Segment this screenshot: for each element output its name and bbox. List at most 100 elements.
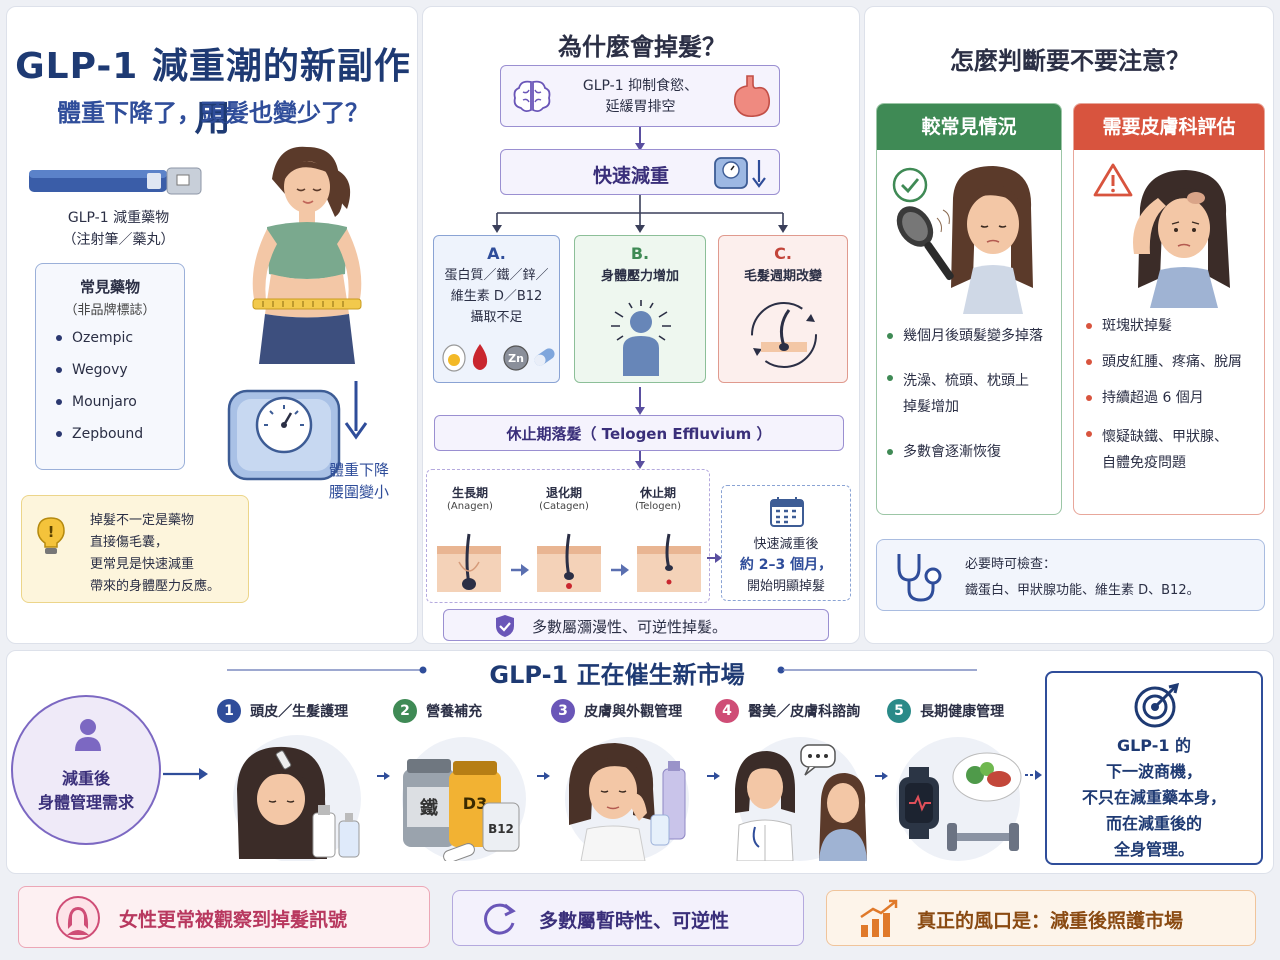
common-item: 幾個月後頭髮變多掉落 — [887, 326, 1057, 346]
banner-right-text: 真正的風口是：減重後照護市場 — [917, 910, 1184, 932]
supplements-illustration: 鐵 D3 B12 — [402, 737, 526, 861]
need-text: 減重後 身體管理需求 — [37, 769, 134, 812]
growth-chart-icon — [860, 899, 898, 937]
item-number-badge: 4 — [715, 699, 739, 723]
next-wave-box: GLP-1 的 下一波商機， 不只在減重藥本身， 而在減重後的 全身管理。 — [1045, 671, 1263, 865]
stressed-person-icon — [611, 300, 671, 376]
item-label: 醫美／皮膚科諮詢 — [748, 704, 861, 720]
title-rule-left — [227, 666, 427, 674]
phase-anagen: 生長期 (Anagen) — [447, 486, 493, 512]
drugs-box: 常見藥物 （非品牌標誌） Ozempic Wegovy Mounjaro Zep… — [35, 263, 185, 470]
item-number-badge: 3 — [551, 699, 575, 723]
step1-text: GLP-1 抑制食慾、 延緩胃排空 — [582, 78, 699, 115]
main-subtitle: 體重下降了，頭髮也變少了？ — [57, 99, 369, 127]
stethoscope-icon — [897, 554, 942, 602]
scale-caption: 體重下降 腰圍變小 — [329, 461, 390, 501]
derm-item: 斑塊狀掉髮 — [1086, 316, 1262, 336]
scalp-care-illustration — [233, 735, 361, 861]
market-item-scalp-care: 1 頭皮／生髮護理 — [217, 695, 382, 865]
common-item: 多數會逐漸恢復 — [887, 442, 1057, 462]
banner-temporary: 多數屬暫時性、可逆性 — [452, 890, 804, 946]
reversible-bar: 多數屬瀰漫性、可逆性掉髮。 — [443, 609, 829, 641]
step-glp1-appetite: GLP-1 抑制食慾、 延緩胃排空 — [500, 65, 780, 127]
drug-item: Ozempic — [56, 328, 184, 348]
note-box: ! 掉髮不一定是藥物 直接傷毛囊， 更常見是快速減重 帶來的身體壓力反應。 — [21, 495, 249, 603]
market-item-skin-care: 3 皮膚與外觀管理 — [547, 695, 712, 865]
market-item-derm-consult: 4 醫美／皮膚科諮詢 — [715, 695, 885, 865]
common-list: 幾個月後頭髮變多掉落 洗澡、梳頭、枕頭上 掉髮增加 多數會逐漸恢復 — [887, 326, 1057, 462]
item-label: 營養補充 — [426, 704, 483, 720]
hair-cycle-icon — [751, 302, 817, 368]
branch-connector — [492, 195, 788, 233]
judge-title: 怎麼判斷要不要注意？ — [950, 47, 1190, 75]
telogen-text: 休止期落髮（ Telogen Effluvium ） — [506, 425, 772, 443]
item-header: 1 頭皮／生髮護理 — [217, 699, 348, 723]
hair-phases-box: 生長期 (Anagen) 退化期 (Catagen) 休止期 (Telogen) — [426, 469, 710, 603]
cause-c-text: 毛髮週期改變 — [743, 269, 822, 284]
flow-arrow-right — [875, 772, 888, 780]
market-item-long-term-health: 5 長期健康管理 — [883, 695, 1033, 865]
market-title: GLP-1 正在催生新市場 — [489, 661, 745, 689]
refresh-icon — [484, 903, 516, 935]
right-panel: 怎麼判斷要不要注意？ 較常見情況 幾個月後頭髮變多掉落 — [864, 6, 1274, 644]
worried-woman-illustration — [1133, 170, 1230, 308]
d3-label: D3 — [463, 794, 487, 813]
drug-item: Mounjaro — [56, 392, 184, 412]
item-label: 皮膚與外觀管理 — [584, 704, 683, 720]
phase-telogen: 休止期 (Telogen) — [634, 486, 682, 512]
svg-text:!: ! — [48, 523, 55, 541]
flow-arrow — [635, 451, 645, 469]
middle-panel: 為什麼會掉髮？ GLP-1 抑制食慾、 延緩胃排空 快速減重 A. — [422, 6, 860, 644]
item-header: 5 長期健康管理 — [887, 699, 1004, 723]
target-icon — [1134, 683, 1180, 728]
phase-catagen: 退化期 (Catagen) — [539, 486, 589, 512]
banner-women-signal: 女性更常被觀察到掉髮訊號 — [18, 886, 430, 948]
doctor-consultation-illustration — [735, 737, 867, 861]
derm-item: 持續超過 6 個月 — [1086, 388, 1262, 408]
item-label: 頭皮／生髮護理 — [250, 704, 349, 720]
banner-mid-text: 多數屬暫時性、可逆性 — [539, 910, 730, 932]
cause-a-letter: A. — [487, 244, 506, 263]
flow-arrow-right — [377, 772, 390, 780]
scale-down-icon — [714, 157, 766, 189]
title-rule-right — [777, 666, 977, 674]
flow-arrow — [635, 127, 645, 151]
reversible-text: 多數屬瀰漫性、可逆性掉髮。 — [532, 618, 728, 636]
drugs-note: （非品牌標誌） — [64, 303, 156, 318]
next-wave-text: GLP-1 的 下一波商機， 不只在減重藥本身， 而在減重後的 全身管理。 — [1081, 736, 1226, 859]
item-number-badge: 2 — [393, 699, 417, 723]
flow-arrow-right — [707, 553, 722, 563]
market-item-nutrition: 2 營養補充 鐵 D3 B12 — [389, 695, 539, 865]
nutrients-icon: Zn — [442, 344, 555, 372]
drugs-list: Ozempic Wegovy Mounjaro Zepbound — [56, 328, 184, 444]
flow-arrow — [635, 387, 645, 415]
calendar-icon — [770, 497, 804, 527]
item-header: 3 皮膚與外觀管理 — [551, 699, 682, 723]
common-item: 洗澡、梳頭、枕頭上 掉髮增加 — [887, 368, 1057, 420]
item-header: 2 營養補充 — [393, 699, 482, 723]
person-icon — [75, 719, 101, 751]
flow-arrow-right — [707, 772, 720, 780]
checkmark-icon — [892, 167, 928, 203]
checkup-box: 必要時可檢查： 鐵蛋白、甲狀腺功能、維生素 D、B12。 — [876, 539, 1265, 611]
down-arrow-icon — [344, 381, 368, 440]
derm-card: 需要皮膚科評估 斑塊狀掉髮 頭皮紅腫、疼痛、脫屑 持續超過 6 — [1073, 103, 1265, 515]
item-label: 長期健康管理 — [920, 704, 1005, 720]
step2-text: 快速減重 — [592, 165, 669, 187]
injection-pen-icon — [29, 167, 202, 195]
cause-a-text: 蛋白質／鐵／鋅／ 維生素 D／B12 攝取不足 — [444, 268, 549, 325]
timing-text: 快速減重後 約 2–3 個月， 開始明顯掉髮 — [739, 537, 833, 594]
health-management-illustration — [896, 737, 1022, 861]
drug-item: Zepbound — [56, 424, 184, 444]
common-title: 較常見情況 — [877, 104, 1061, 150]
flow-arrow-right — [163, 768, 208, 780]
cause-c-letter: C. — [774, 244, 792, 263]
woman-profile-icon — [56, 896, 100, 940]
derm-title: 需要皮膚科評估 — [1074, 104, 1264, 150]
iron-label: 鐵 — [420, 797, 438, 819]
shield-check-icon — [496, 615, 514, 637]
stomach-icon — [733, 75, 771, 118]
flow-arrow-right — [537, 772, 550, 780]
drug-item: Wegovy — [56, 360, 184, 380]
note-text: 掉髮不一定是藥物 直接傷毛囊， 更常見是快速減重 帶來的身體壓力反應。 — [90, 513, 221, 594]
